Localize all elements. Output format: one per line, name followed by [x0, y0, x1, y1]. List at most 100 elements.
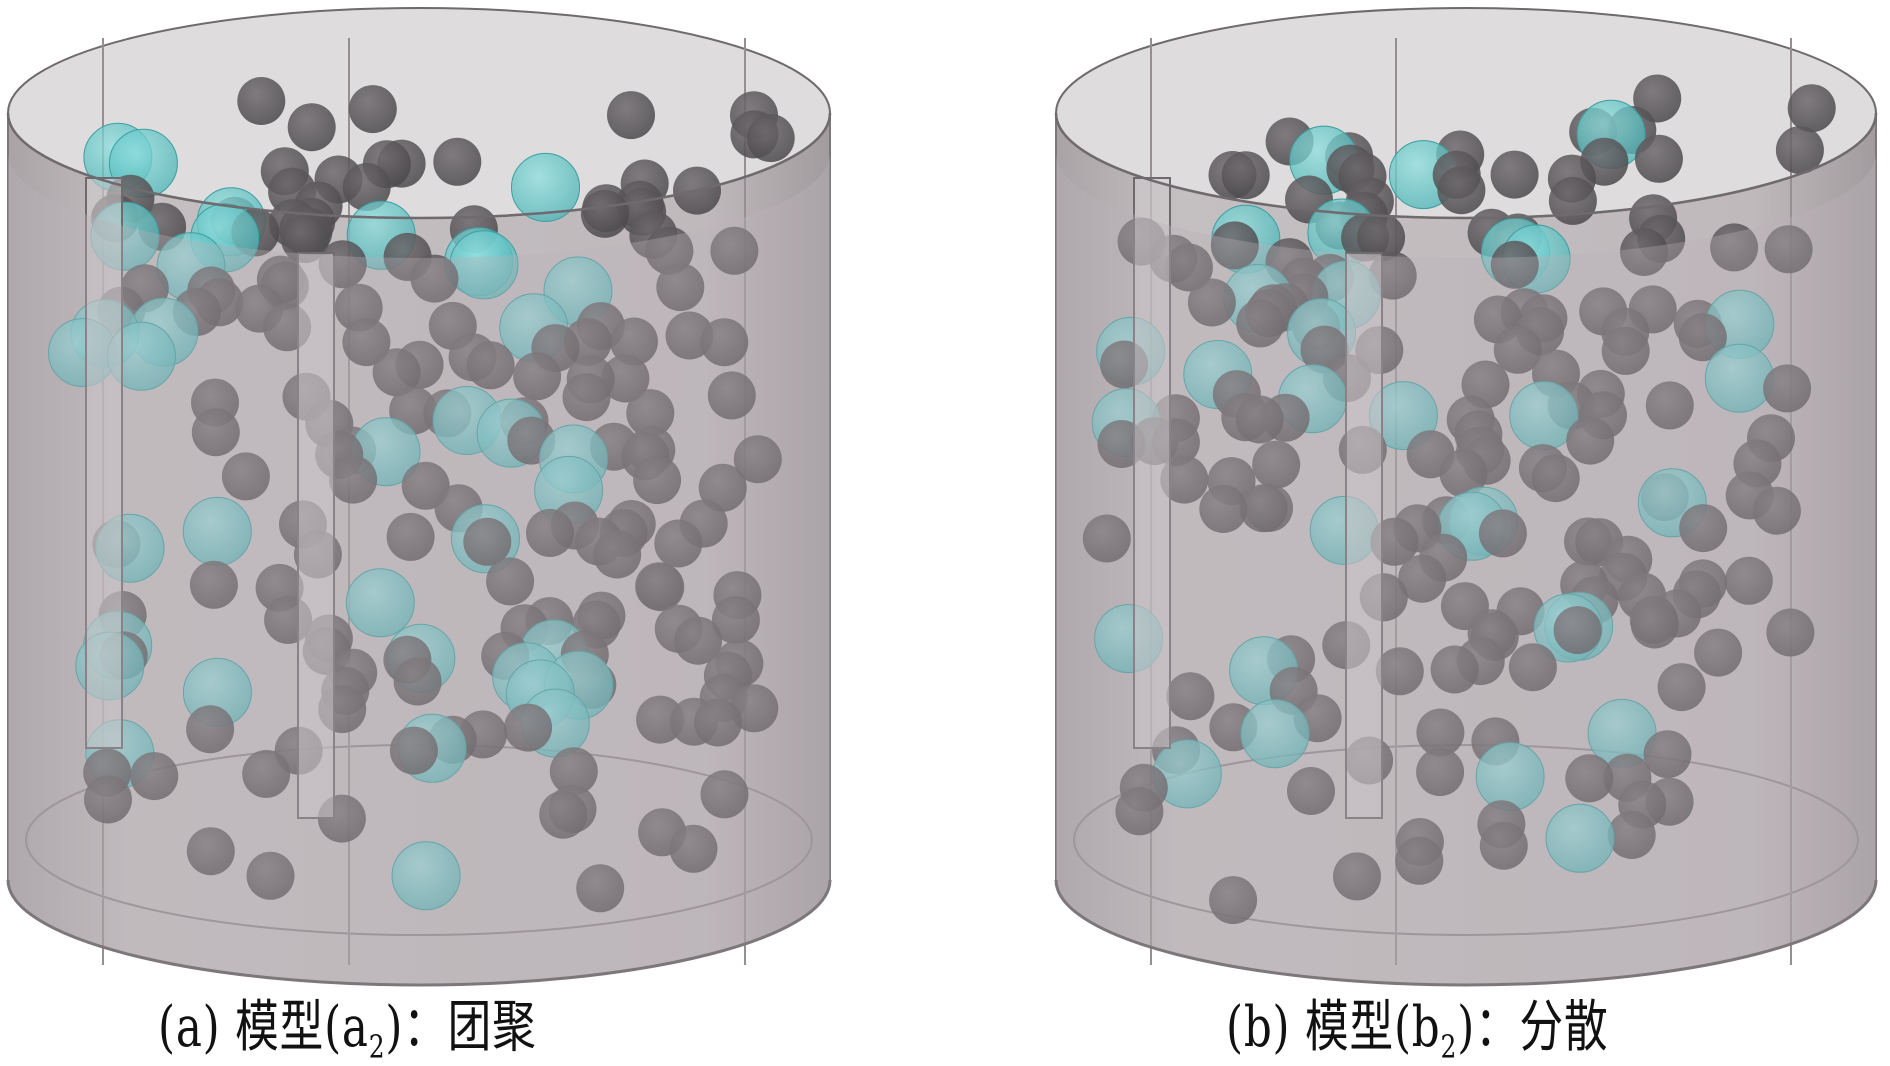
dark-particle — [242, 749, 291, 798]
dark-particle — [1082, 514, 1131, 563]
dark-particle — [710, 226, 759, 275]
dark-particle — [1630, 600, 1679, 649]
dark-particle — [130, 752, 179, 801]
dark-particle — [1437, 166, 1486, 215]
caption-label: (b) — [1226, 995, 1291, 1060]
dark-particle — [601, 354, 650, 403]
dark-particle — [707, 371, 756, 420]
dark-particle — [463, 517, 512, 566]
dark-particle — [1160, 455, 1209, 504]
dark-particle — [1645, 381, 1694, 430]
dark-particle — [645, 226, 694, 275]
dark-particle — [1236, 299, 1285, 348]
caption-model: 模型(a — [235, 995, 369, 1060]
dark-particle — [410, 254, 459, 303]
dark-particle — [1607, 811, 1656, 859]
dark-particle — [636, 695, 685, 744]
dark-particle — [576, 864, 625, 913]
dark-particle — [281, 215, 329, 264]
cylinder-bottom — [1073, 744, 1859, 936]
dark-particle — [342, 318, 391, 367]
dark-particle — [654, 519, 703, 568]
dark-particle — [1679, 504, 1728, 553]
dark-particle — [1763, 364, 1812, 413]
dark-particle — [674, 616, 723, 665]
dark-particle — [1333, 852, 1381, 901]
dark-particle — [1239, 484, 1288, 533]
caption-colon: )： — [385, 995, 448, 1060]
dark-particle — [1766, 608, 1815, 657]
dark-particle — [1710, 223, 1759, 272]
dark-particle — [342, 163, 391, 211]
dark-particle — [1416, 708, 1465, 757]
dark-particle — [1657, 663, 1706, 712]
dark-particle — [1643, 730, 1692, 779]
dark-particle — [711, 596, 760, 644]
dark-particle — [698, 463, 747, 512]
dark-particle — [186, 827, 235, 876]
dark-particle — [348, 85, 397, 134]
dark-particle — [1287, 767, 1335, 815]
dark-particle — [1694, 628, 1743, 677]
cyan-particle — [1240, 699, 1310, 769]
dark-particle — [1398, 554, 1447, 603]
caption-state: 团聚 — [447, 995, 537, 1060]
dark-particle — [1209, 876, 1258, 925]
cyan-particle — [1545, 803, 1615, 873]
cyan-particle — [511, 152, 580, 222]
dark-particle — [1416, 748, 1465, 797]
dark-particle — [1235, 395, 1284, 444]
cylinder-front-rim — [6, 112, 832, 220]
dark-particle — [372, 348, 421, 397]
dark-particle — [393, 657, 442, 706]
dark-particle — [1752, 486, 1801, 535]
dark-particle — [636, 563, 685, 612]
dark-particle — [730, 684, 779, 733]
dark-particle — [1531, 454, 1580, 503]
dark-particle — [669, 824, 718, 873]
dark-particle — [746, 114, 795, 163]
dark-particle — [633, 456, 682, 505]
caption-a: (a) 模型(a2)：团聚 — [158, 982, 537, 1066]
cylinder-base-rim — [6, 879, 832, 987]
baffle — [85, 177, 123, 749]
dark-particle — [1548, 176, 1597, 225]
dark-particle — [626, 389, 675, 438]
dark-particle — [1678, 313, 1727, 362]
dark-particle — [1775, 126, 1824, 175]
dark-particle — [1479, 821, 1528, 870]
dark-particle — [84, 775, 132, 824]
dark-particle — [189, 560, 238, 609]
dark-particle — [1357, 213, 1406, 262]
dark-particle — [1724, 556, 1773, 605]
caption-colon: )： — [1457, 995, 1520, 1060]
dark-particle — [1620, 228, 1668, 276]
cylinder-model-a — [6, 7, 832, 987]
dark-particle — [246, 851, 295, 900]
dark-particle — [539, 790, 588, 839]
dark-particle — [1764, 225, 1813, 274]
caption-model: 模型(b — [1305, 995, 1441, 1060]
dark-particle — [549, 747, 598, 796]
dark-particle — [1375, 647, 1424, 696]
dark-particle — [1395, 836, 1444, 885]
dark-particle — [1115, 787, 1164, 836]
dark-particle — [386, 512, 435, 561]
dark-particle — [1166, 672, 1215, 721]
dark-particle — [607, 91, 655, 140]
dark-particle — [694, 698, 742, 747]
cyan-particle — [391, 841, 461, 911]
caption-state: 分散 — [1519, 995, 1609, 1060]
dark-particle — [562, 373, 611, 422]
dark-particle — [191, 408, 240, 457]
dark-particle — [1221, 151, 1270, 200]
dark-particle — [486, 557, 535, 606]
dark-particle — [1187, 278, 1236, 327]
caption-b: (b) 模型(b2)：分散 — [1226, 982, 1608, 1066]
dark-particle — [733, 435, 782, 484]
dark-particle — [1490, 150, 1539, 199]
cylinder-front-glass — [1056, 153, 1876, 985]
dark-particle — [1252, 440, 1301, 489]
dark-particle — [610, 317, 658, 366]
